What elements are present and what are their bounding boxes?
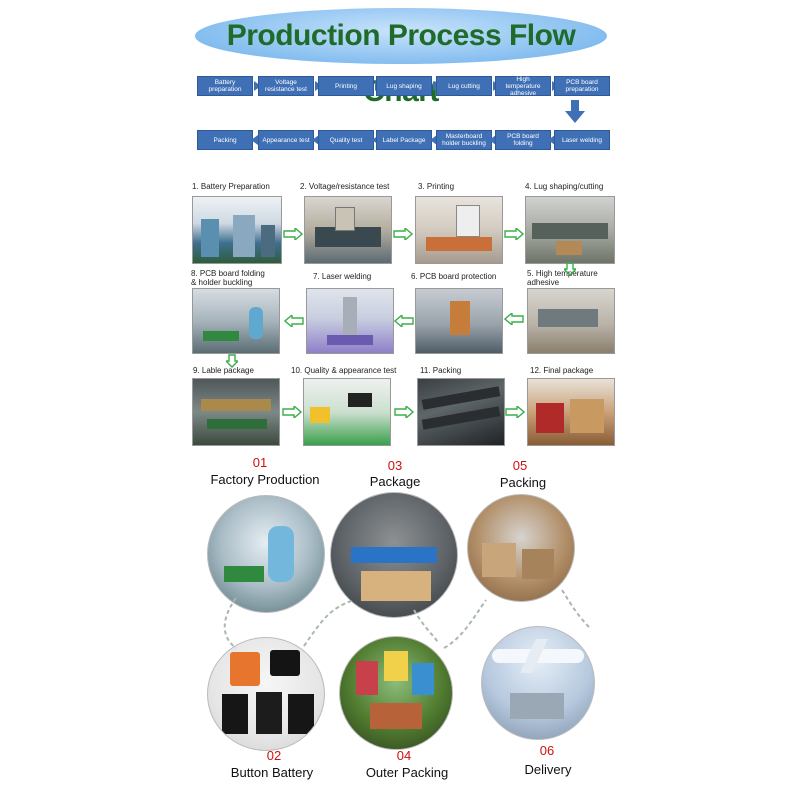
flow-down-arrow [565, 100, 585, 123]
flow-box-pcb-folding: PCB board folding [495, 130, 551, 150]
photo-packing [417, 378, 505, 446]
flow-box-printing: Printing [318, 76, 374, 96]
photo-label-package [192, 378, 280, 446]
stage-label-button-battery: Button Battery [230, 765, 314, 780]
flow-box-lug-cutting: Lug cutting [436, 76, 492, 96]
step-arrow-down [564, 262, 576, 276]
flow-box-masterboard-buckling: Masterboard holder buckling [436, 130, 492, 150]
title-ellipse [195, 8, 607, 64]
photo-final-package [527, 378, 615, 446]
step-caption-5: 5. High temperature adhesive [527, 269, 598, 287]
photo-printing [415, 196, 503, 264]
step-caption-4: 4. Lug shaping/cutting [525, 182, 604, 191]
circle-package [330, 492, 458, 618]
flow-box-high-temp-adhesive: High temperature adhesive [495, 76, 551, 97]
flow-box-quality-test: Quality test [318, 130, 374, 150]
page-title: Production Process Flow Chart [226, 19, 576, 108]
stage-number-03: 03 [387, 458, 403, 473]
step-arrow-right [283, 228, 303, 240]
photo-quality-test [303, 378, 391, 446]
stage-label-delivery: Delivery [524, 762, 572, 777]
photo-laser-welding [306, 288, 394, 354]
flow-box-voltage-test: Voltage resistance test [258, 76, 314, 96]
stage-number-05: 05 [512, 458, 528, 473]
photo-pcb-protection [415, 288, 503, 354]
flow-box-battery-preparation: Battery preparation [197, 76, 253, 96]
step-caption-6: 6. PCB board protection [411, 272, 497, 281]
step-arrow-left [284, 315, 304, 327]
stage-connectors [223, 589, 591, 649]
step-arrow-right [393, 228, 413, 240]
photo-pcb-folding [192, 288, 280, 354]
flow-box-laser-welding: Laser welding [554, 130, 610, 150]
photo-lug-shaping [525, 196, 615, 264]
step-arrow-right [504, 228, 524, 240]
circle-packing [467, 494, 575, 602]
stage-label-package: Package [369, 474, 421, 489]
flow-box-lug-shaping: Lug shaping [376, 76, 432, 96]
step-caption-1: 1. Battery Preparation [192, 182, 270, 191]
step-arrow-right [394, 406, 414, 418]
photo-voltage-test [304, 196, 392, 264]
stage-number-06: 06 [539, 743, 555, 758]
stage-label-outer-packing: Outer Packing [365, 765, 449, 780]
flow-arrow [430, 135, 437, 145]
photo-high-temp-adhesive [527, 288, 615, 354]
step-caption-2: 2. Voltage/resistance test [300, 182, 390, 191]
step-arrow-down [226, 354, 238, 368]
circle-factory-production [207, 495, 325, 613]
step-caption-3: 3. Printing [418, 182, 455, 191]
photo-battery-preparation [192, 196, 282, 264]
step-caption-9: 9. Lable package [193, 366, 254, 375]
flow-arrow [254, 81, 261, 91]
stage-number-02: 02 [266, 748, 282, 763]
flow-arrow [312, 135, 319, 145]
flow-box-pcb-preparation: PCB board preparation [554, 76, 610, 96]
flow-arrow [372, 135, 379, 145]
stage-number-01: 01 [252, 455, 268, 470]
stage-label-packing: Packing [499, 475, 547, 490]
circle-button-battery [207, 637, 325, 751]
step-arrow-left [394, 315, 414, 327]
circle-delivery [481, 626, 595, 740]
step-caption-11: 11. Packing [420, 366, 462, 375]
step-arrow-right [505, 406, 525, 418]
step-arrow-left [504, 313, 524, 325]
flow-arrow [489, 135, 496, 145]
stage-number-04: 04 [396, 748, 412, 763]
flow-box-appearance-test: Appearance test [258, 130, 314, 150]
circle-outer-packing [339, 636, 453, 750]
flow-box-label-package: Label Package [376, 130, 432, 150]
flow-box-packing: Packing [197, 130, 253, 150]
step-caption-10: 10. Quality & appearance test [291, 366, 397, 375]
flow-arrow [251, 135, 258, 145]
step-caption-7: 7. Laser welding [313, 272, 372, 281]
step-caption-12: 12. Final package [530, 366, 594, 375]
stage-label-factory-production: Factory Production [210, 472, 320, 487]
flow-arrow [548, 135, 555, 145]
step-arrow-right [282, 406, 302, 418]
step-caption-8: 8. PCB board folding & holder buckling [191, 269, 265, 287]
